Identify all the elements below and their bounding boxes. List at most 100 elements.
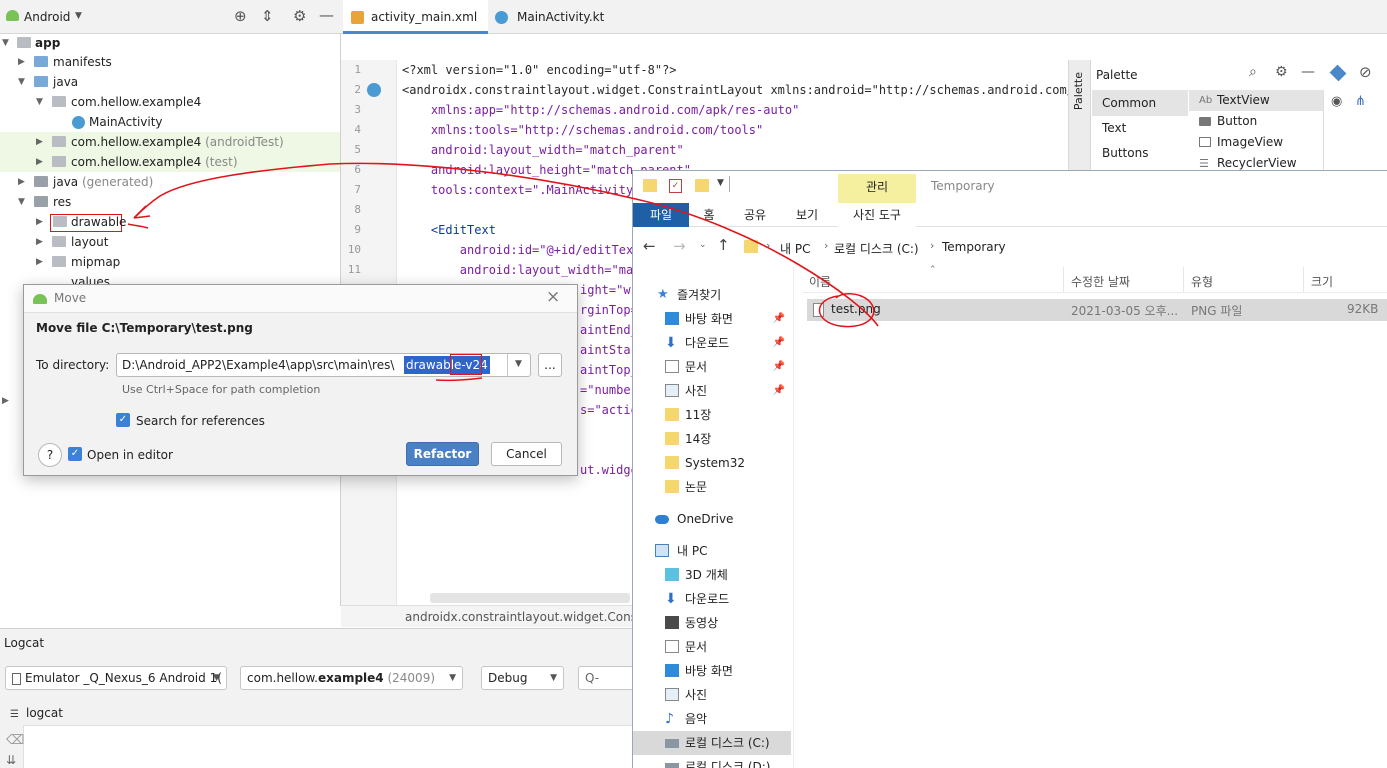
tree-item-mainactivity[interactable]: MainActivity xyxy=(0,112,340,132)
device-selector[interactable]: Emulator _Q_Nexus_6 Android 1( ▼ xyxy=(5,666,227,690)
breadcrumb-local-disk[interactable]: 로컬 디스크 (C:) xyxy=(834,242,919,256)
nav-item-3d-objects[interactable]: 3D 개체 xyxy=(633,563,791,587)
layers-icon[interactable] xyxy=(1329,64,1347,82)
back-arrow-icon[interactable]: ← xyxy=(643,237,656,255)
palette-item-textview[interactable]: Ab TextView xyxy=(1189,90,1323,111)
minimize-icon[interactable]: — xyxy=(1301,64,1315,80)
tree-item-drawable[interactable]: ▶ drawable xyxy=(0,212,340,232)
close-icon[interactable]: × xyxy=(546,287,561,307)
chevron-down-icon[interactable]: ▼ xyxy=(75,11,82,21)
pin-icon[interactable]: 📌 xyxy=(772,313,785,324)
palette-item-recyclerview[interactable]: ☰ RecyclerView xyxy=(1189,153,1323,170)
chevron-down-icon[interactable]: ▼ xyxy=(717,178,724,188)
forward-arrow-icon[interactable]: → xyxy=(673,237,686,255)
nav-item-papers[interactable]: 논문 xyxy=(633,475,791,499)
nav-item-desktop[interactable]: 바탕 화면📌 xyxy=(633,307,791,331)
nav-item-music[interactable]: ♪음악 xyxy=(633,707,791,731)
expand-arrow-icon[interactable]: ▶ xyxy=(2,396,9,406)
nav-item-downloads-pc[interactable]: ⬇다운로드 xyxy=(633,587,791,611)
tree-item-manifests[interactable]: ▶ manifests xyxy=(18,55,112,69)
open-in-editor-checkbox[interactable]: ✓ xyxy=(68,447,82,461)
palette-category-common[interactable]: Common xyxy=(1092,90,1188,116)
nav-item-documents-pc[interactable]: 문서 xyxy=(633,635,791,659)
tree-item-java-generated[interactable]: ▶ java (generated) xyxy=(18,175,154,189)
chevron-down-icon[interactable]: ⌄ xyxy=(699,240,707,250)
clear-log-icon[interactable]: ⌫ xyxy=(6,733,25,748)
ribbon-tab-view[interactable]: 보기 xyxy=(795,208,819,222)
nav-item-local-disk-d[interactable]: 로컬 디스크 (D:) xyxy=(633,755,791,768)
tree-item-res[interactable]: ▼ res xyxy=(18,195,72,209)
nav-item-pictures-pc[interactable]: 사진 xyxy=(633,683,791,707)
nav-item-documents[interactable]: 문서📌 xyxy=(633,355,791,379)
logcat-search-input[interactable]: Q- xyxy=(578,666,632,690)
tree-item-package-test[interactable]: ▶ com.hellow.example4 (test) xyxy=(0,152,340,172)
palette-item-imageview[interactable]: ImageView xyxy=(1189,132,1323,153)
tab-activity-main[interactable]: activity_main.xml × xyxy=(343,0,488,58)
browse-button[interactable]: ... xyxy=(538,353,562,377)
gear-icon[interactable]: ⚙ xyxy=(1275,64,1288,80)
properties-icon[interactable]: ✓ xyxy=(669,179,682,193)
horizontal-scrollbar[interactable] xyxy=(430,593,630,603)
nav-item-onedrive[interactable]: OneDrive xyxy=(633,507,791,531)
orientation-icon[interactable]: ⊘ xyxy=(1359,63,1372,81)
refactor-button[interactable]: Refactor xyxy=(406,442,479,466)
tree-item-mipmap[interactable]: ▶ mipmap xyxy=(36,255,121,269)
contextual-tab-manage[interactable]: 관리 xyxy=(838,174,916,203)
collapse-all-icon[interactable]: ⇕ xyxy=(261,7,274,25)
tree-item-java[interactable]: ▼ java xyxy=(18,75,79,89)
nav-item-downloads[interactable]: ⬇다운로드📌 xyxy=(633,331,791,355)
nav-item-videos[interactable]: 동영상 xyxy=(633,611,791,635)
locate-icon[interactable]: ⊕ xyxy=(234,7,247,25)
kotlin-class-icon[interactable] xyxy=(367,83,381,97)
nav-item-folder-14[interactable]: 14장 xyxy=(633,427,791,451)
tree-item-layout[interactable]: ▶ layout xyxy=(36,235,109,249)
nav-item-folder-11[interactable]: 11장 xyxy=(633,403,791,427)
eye-icon[interactable]: ◉ xyxy=(1331,94,1343,109)
column-size[interactable]: 크기 xyxy=(1311,275,1334,289)
breadcrumb[interactable]: androidx.constraintlayout.widget.Constra… xyxy=(341,605,665,627)
pin-icon[interactable]: 📌 xyxy=(772,337,785,348)
palette-category-text[interactable]: Text xyxy=(1102,121,1127,135)
nav-item-this-pc[interactable]: 내 PC xyxy=(633,539,791,563)
column-name[interactable]: 이름 xyxy=(809,275,832,289)
chevron-down-icon[interactable]: ▼ xyxy=(515,359,522,369)
file-row-test-png[interactable]: test.png 2021-03-05 오후... PNG 파일 92KB xyxy=(807,299,1387,321)
search-icon[interactable]: ⌕ xyxy=(1249,64,1257,80)
log-level-selector[interactable]: Debug ▼ xyxy=(481,666,564,690)
nav-item-pictures[interactable]: 사진📌 xyxy=(633,379,791,403)
column-modified[interactable]: 수정한 날짜 xyxy=(1071,275,1131,289)
search-references-checkbox[interactable]: ✓ xyxy=(116,413,130,427)
column-type[interactable]: 유형 xyxy=(1191,275,1214,289)
palette-category-buttons[interactable]: Buttons xyxy=(1102,146,1149,160)
directory-combobox[interactable]: D:\Android_APP2\Example4\app\src\main\re… xyxy=(116,353,531,377)
magnet-icon[interactable]: ⋔ xyxy=(1355,94,1366,109)
nav-item-system32[interactable]: System32 xyxy=(633,451,791,475)
tree-item-app[interactable]: ▼ app xyxy=(2,36,61,50)
minimize-icon[interactable]: — xyxy=(319,6,334,24)
new-folder-icon[interactable] xyxy=(695,179,709,192)
project-view-selector[interactable]: Android xyxy=(24,10,71,24)
logcat-output[interactable] xyxy=(0,725,632,768)
tree-item-values[interactable]: values xyxy=(71,275,111,284)
tree-item-package-androidtest[interactable]: ▶ com.hellow.example4 (androidTest) xyxy=(0,132,340,152)
ribbon-tab-picture-tools[interactable]: 사진 도구 xyxy=(838,203,916,227)
help-button[interactable]: ? xyxy=(38,443,62,467)
nav-item-local-disk-c[interactable]: 로컬 디스크 (C:) xyxy=(633,731,791,755)
ribbon-tab-share[interactable]: 공유 xyxy=(743,208,767,222)
pin-icon[interactable]: 📌 xyxy=(772,385,785,396)
tab-mainactivity[interactable]: MainActivity.kt × xyxy=(489,0,619,58)
pin-icon[interactable]: 📌 xyxy=(772,361,785,372)
nav-item-desktop-pc[interactable]: 바탕 화면 xyxy=(633,659,791,683)
gear-icon[interactable]: ⚙ xyxy=(293,7,307,25)
cancel-button[interactable]: Cancel xyxy=(491,442,562,466)
selected-directory-text[interactable]: drawable-v24 xyxy=(404,356,490,374)
palette-side-tab[interactable]: Palette xyxy=(1068,60,1090,170)
tree-item-package[interactable]: ▼ com.hellow.example4 xyxy=(36,95,202,109)
up-arrow-icon[interactable]: ↑ xyxy=(717,236,730,254)
palette-item-button[interactable]: Button xyxy=(1189,111,1323,132)
ribbon-tab-file[interactable]: 파일 xyxy=(633,203,689,227)
ribbon-tab-home[interactable]: 홈 xyxy=(703,208,715,222)
breadcrumb-temporary[interactable]: Temporary xyxy=(942,240,1006,254)
menu-icon[interactable]: ☰ xyxy=(10,709,19,720)
nav-item-quick-access[interactable]: ★즐겨찾기 xyxy=(633,283,791,307)
